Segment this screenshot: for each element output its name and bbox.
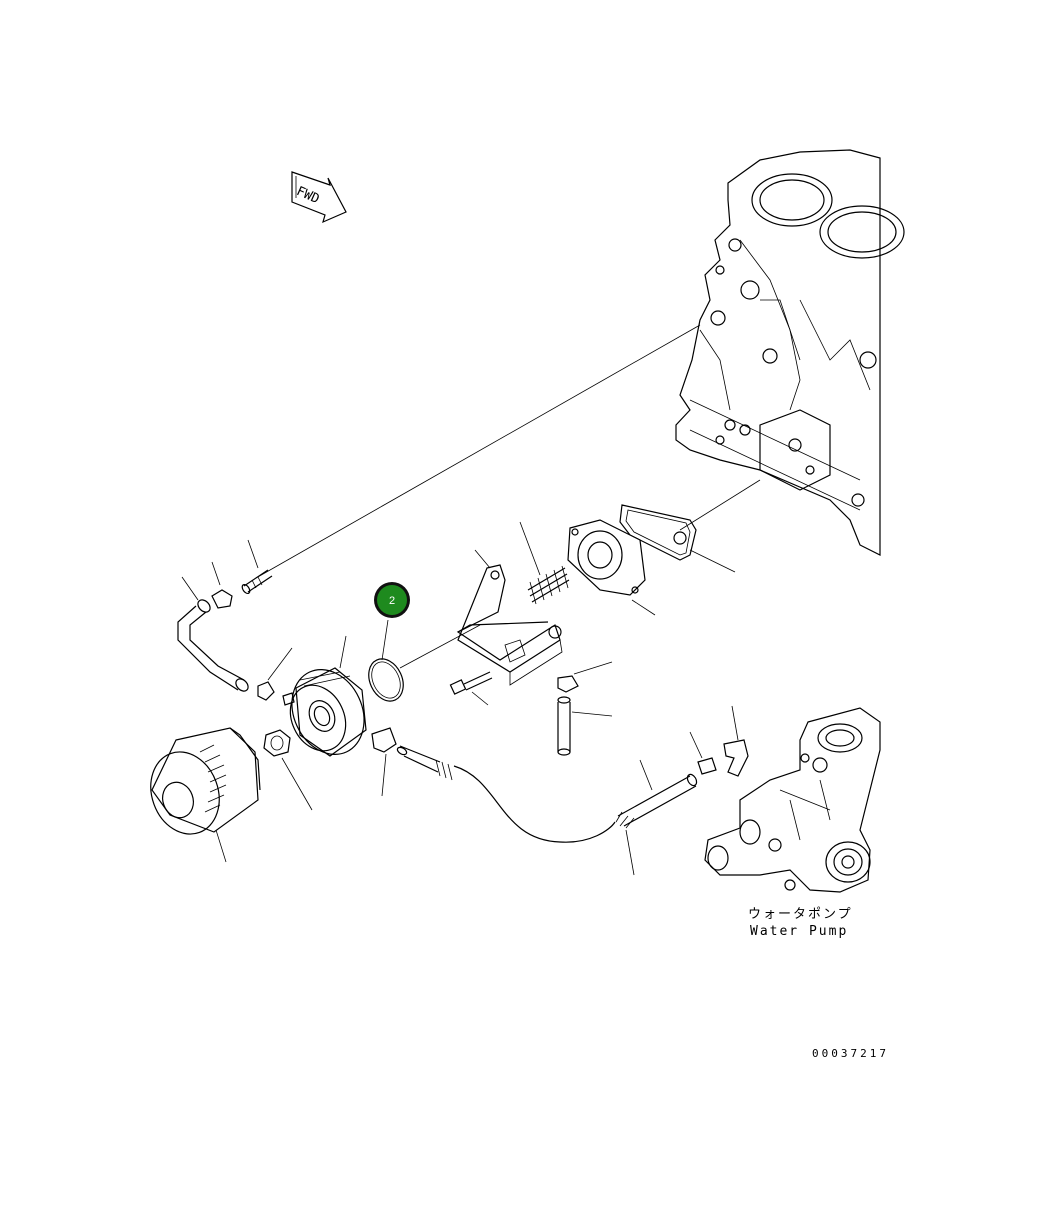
oil-cooler-cover [567, 519, 656, 616]
water-pump-label-jp: ウォータポンプ [748, 907, 853, 922]
callout-badge[interactable]: 2 [374, 582, 410, 661]
bracket [456, 549, 563, 686]
water-pump [704, 707, 881, 893]
elbow-fitting [257, 647, 293, 701]
hose-upper [177, 576, 249, 692]
callout-number: 2 [389, 595, 395, 607]
pump-clamp [689, 731, 717, 775]
pipe-upper [241, 539, 273, 595]
pipe-vertical [557, 696, 613, 756]
oil-filter [150, 727, 261, 863]
fwd-label: FWD [294, 184, 322, 207]
spring [519, 521, 570, 605]
pump-elbow [723, 705, 749, 777]
hose-clamp [211, 561, 233, 609]
o-ring [368, 624, 481, 702]
nut [263, 729, 313, 811]
elbow-fitting [371, 727, 397, 797]
water-pump-pipe [617, 759, 698, 876]
water-pump-label-en: Water Pump [750, 924, 848, 939]
leader-line [679, 479, 761, 531]
hose-lower [396, 745, 635, 843]
fwd-arrow-icon: FWD [291, 171, 347, 224]
oil-cooler [282, 635, 367, 757]
bolt [449, 671, 493, 706]
leader-line [255, 324, 701, 579]
gasket [619, 504, 736, 573]
pipe-clamp [557, 661, 613, 693]
cylinder-block [675, 149, 905, 556]
drawing-number: 00037217 [812, 1047, 889, 1060]
